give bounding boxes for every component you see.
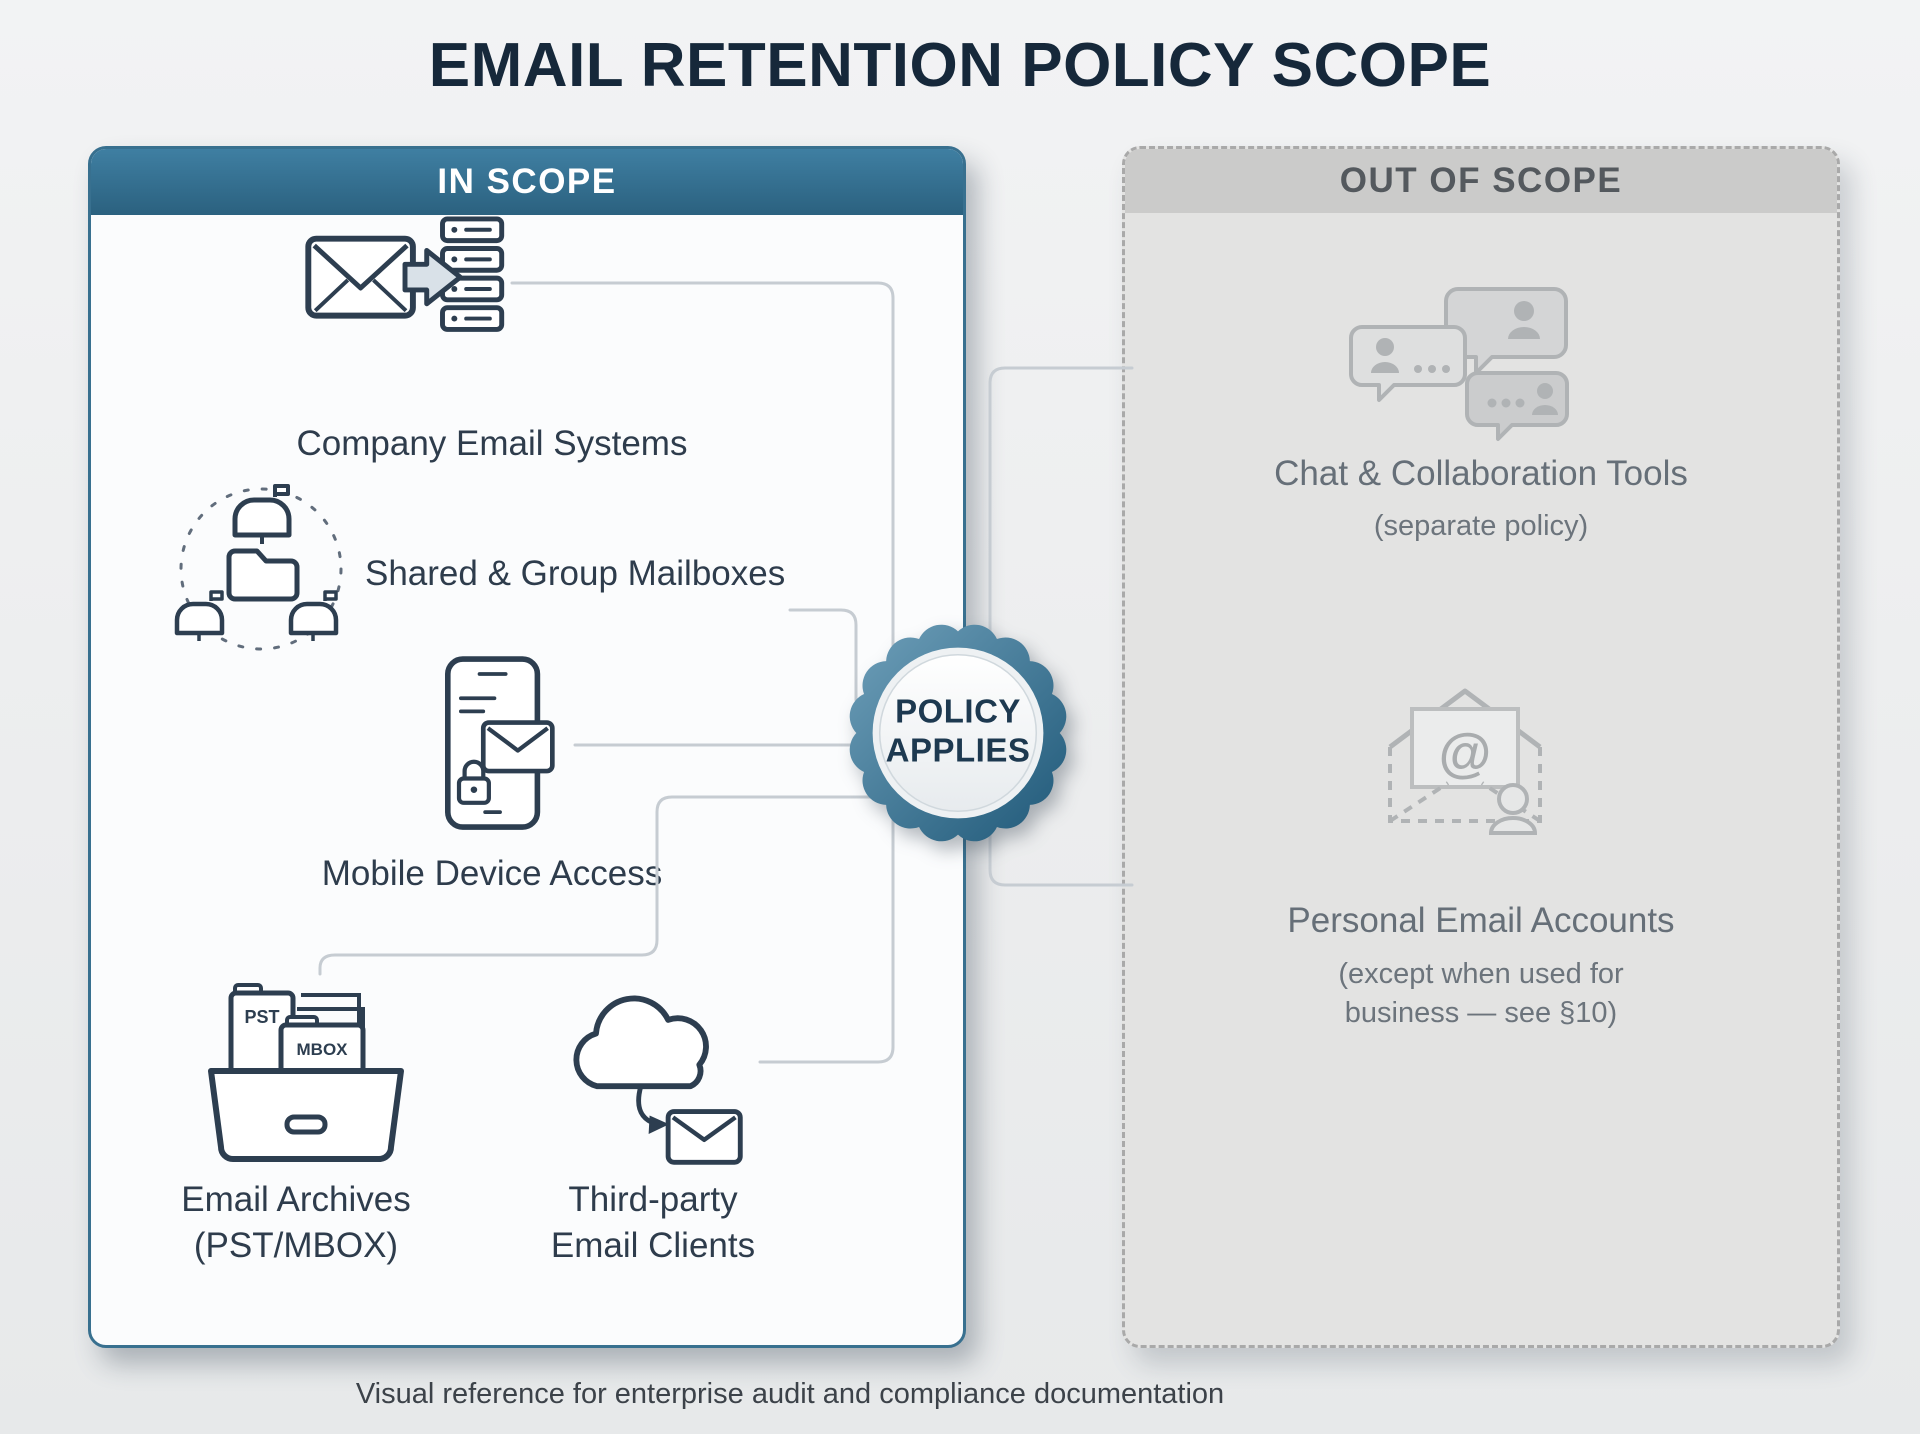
email-archives-icon: PST MBOX: [201, 975, 411, 1175]
in-scope-header: IN SCOPE: [91, 149, 963, 215]
item-label-chat-collaboration: Chat & Collaboration Tools: [1274, 454, 1688, 493]
out-of-scope-panel: OUT OF SCOPE Chat & Collaboration Tools …: [1122, 146, 1840, 1348]
item-label-company-email-systems: Company Email Systems: [296, 424, 688, 463]
badge-line2: APPLIES: [885, 731, 1031, 769]
out-of-scope-header: OUT OF SCOPE: [1125, 149, 1837, 213]
in-scope-panel: IN SCOPE Compa: [88, 146, 966, 1348]
in-scope-header-label: IN SCOPE: [437, 162, 617, 201]
item-label-shared-group-mailboxes: Shared & Group Mailboxes: [365, 554, 786, 593]
badge-text: POLICY APPLIES: [836, 693, 1080, 771]
policy-applies-badge: POLICY APPLIES: [836, 611, 1080, 855]
footer-caption: Visual reference for enterprise audit an…: [355, 1378, 1225, 1410]
item-note-chat-collaboration: (separate policy): [1373, 510, 1589, 542]
item-note-personal-email: (except when used for business — see §10…: [1338, 958, 1624, 1030]
item-label-third-party-line2: Email Clients: [550, 1226, 756, 1266]
email-to-server-icon: [303, 213, 508, 361]
cloud-email-client-icon: [551, 977, 756, 1172]
folder-label-pst: PST: [244, 1007, 279, 1027]
item-label-email-archives-line2: (PST/MBOX): [193, 1226, 399, 1266]
mobile-secure-email-icon: [431, 649, 571, 839]
personal-email-icon: @: [1350, 669, 1580, 864]
out-of-scope-header-label: OUT OF SCOPE: [1339, 161, 1623, 200]
seal-icon: [849, 624, 1067, 842]
shared-group-mailboxes-icon: [173, 469, 353, 664]
folder-label-mbox: MBOX: [297, 1040, 349, 1059]
page-title: EMAIL RETENTION POLICY SCOPE: [428, 31, 1492, 100]
chat-collaboration-icon: [1340, 281, 1590, 461]
item-label-email-archives-line1: Email Archives: [181, 1180, 411, 1219]
item-label-email-archives: Email Archives (PST/MBOX): [96, 1177, 496, 1269]
at-symbol-glyph: @: [1439, 723, 1492, 783]
badge-line1: POLICY: [895, 692, 1021, 730]
item-label-third-party-clients: Third-party Email Clients: [453, 1177, 853, 1269]
item-label-personal-email: Personal Email Accounts: [1287, 901, 1675, 940]
item-label-third-party-line1: Third-party: [568, 1180, 738, 1219]
item-label-mobile-device-access: Mobile Device Access: [321, 854, 663, 893]
